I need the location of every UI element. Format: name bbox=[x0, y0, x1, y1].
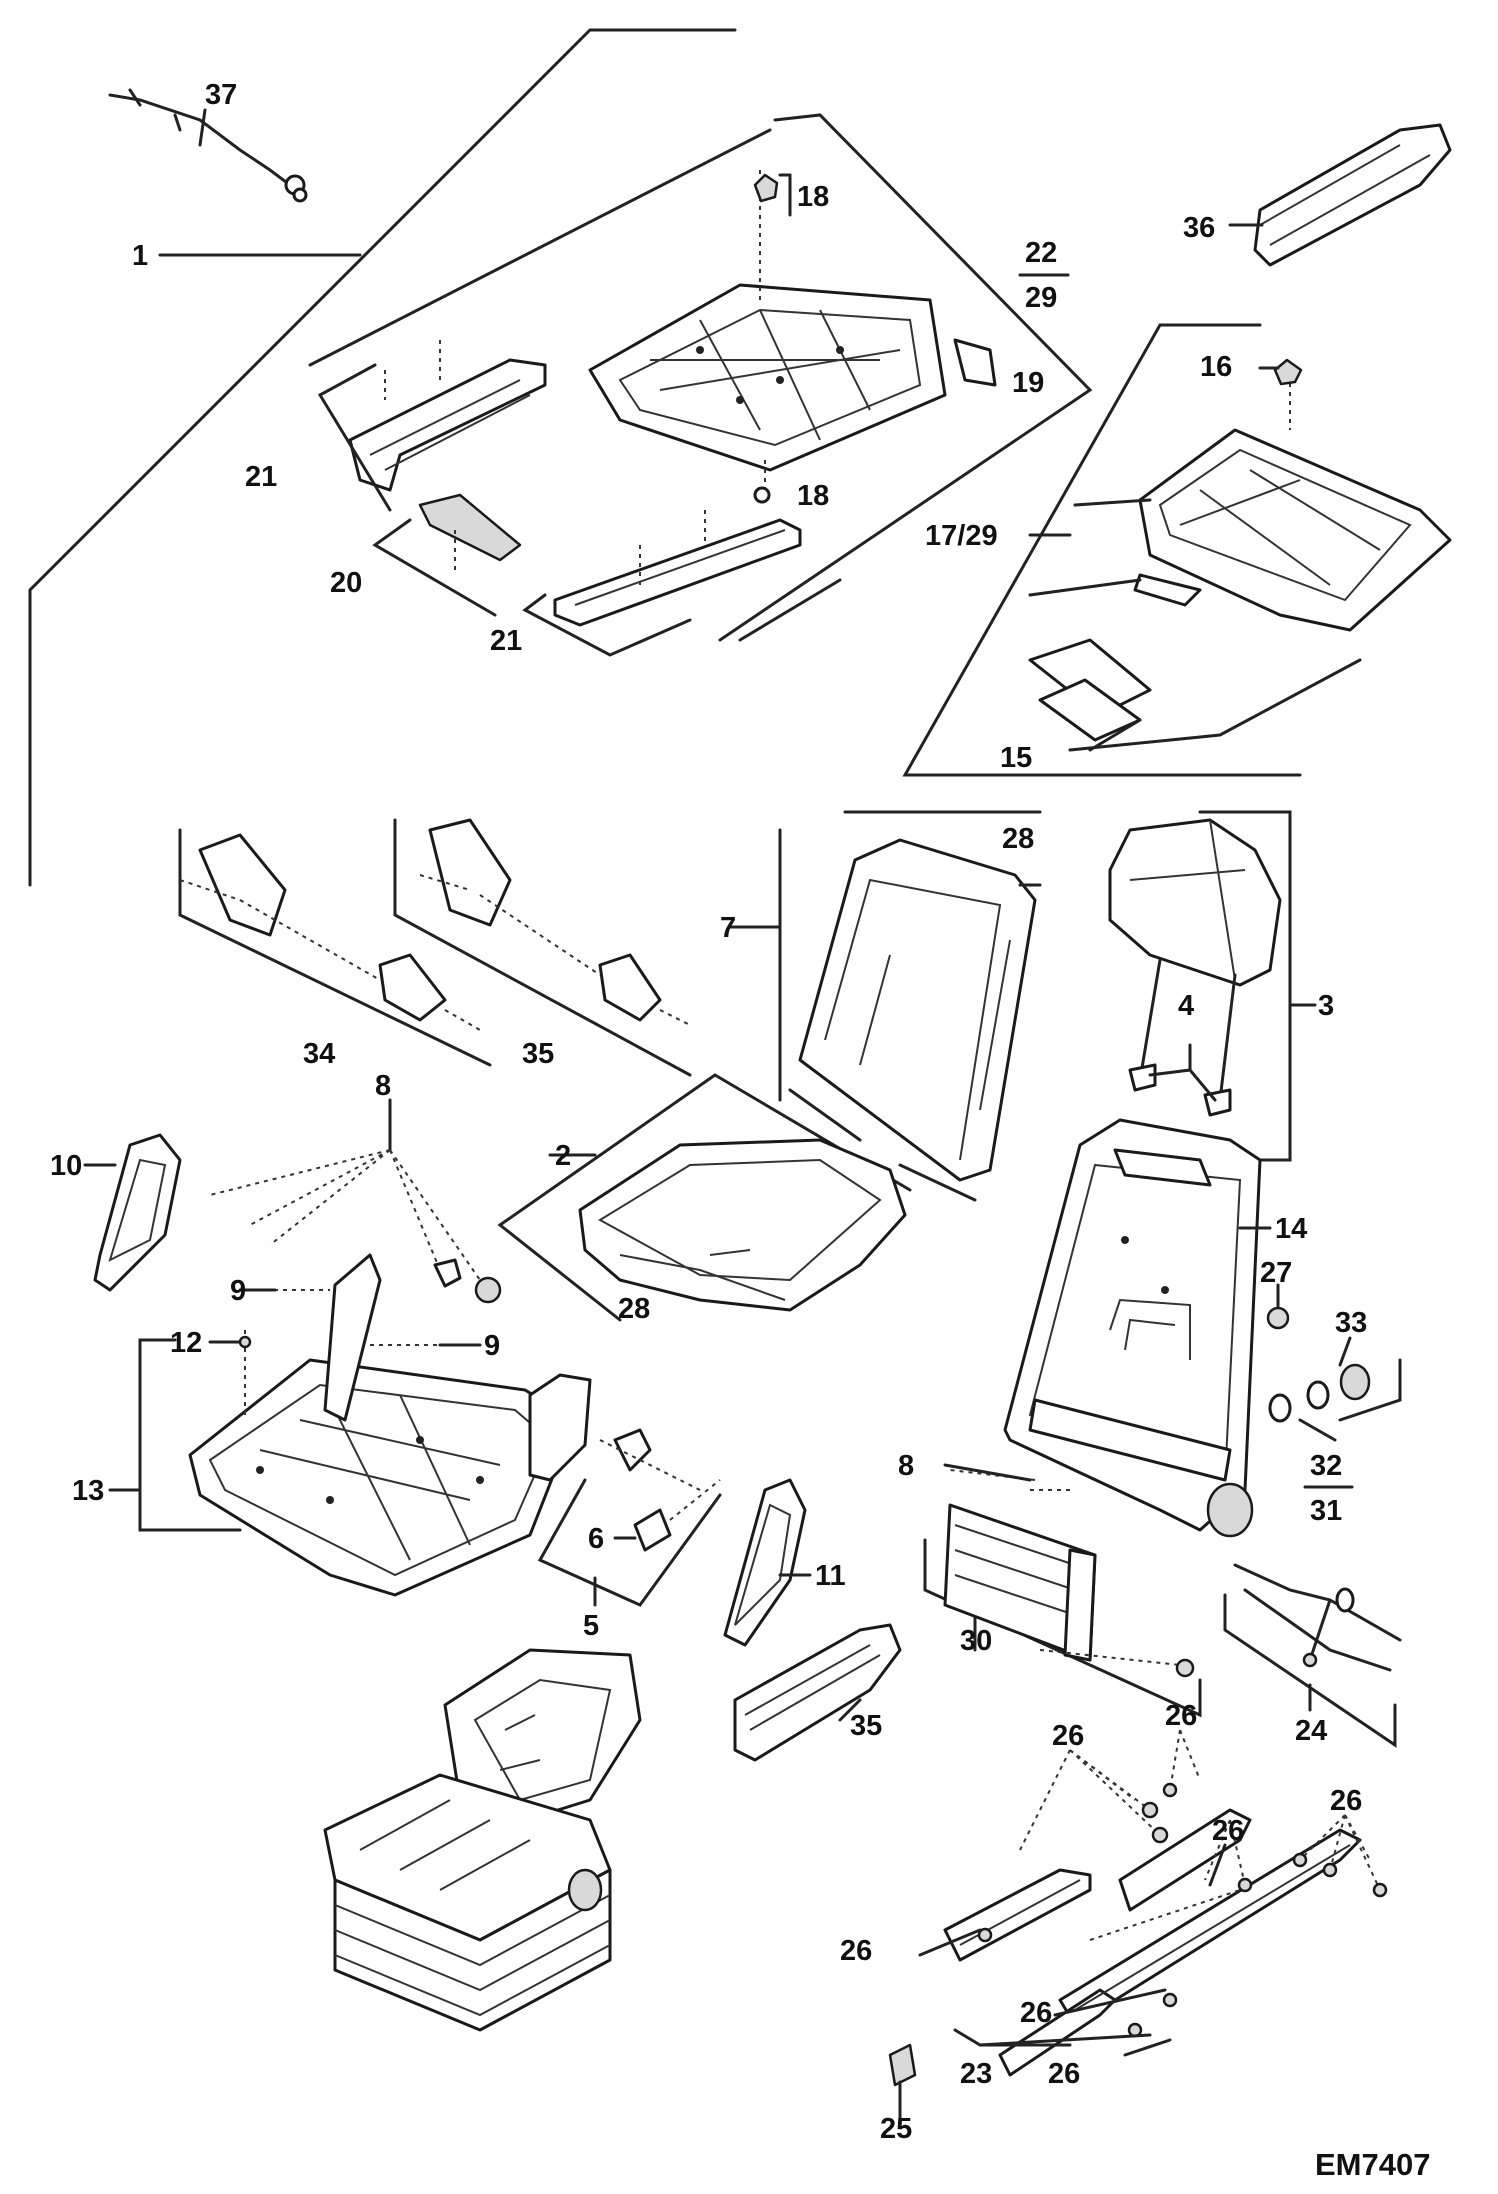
wire-harness-part bbox=[108, 88, 308, 203]
callout-23: 24 bbox=[1295, 1715, 1327, 1747]
callout-5: 7 bbox=[720, 912, 736, 944]
fasteners-8-9-12 bbox=[208, 1098, 502, 1420]
callout-26-c: 26 bbox=[1330, 1785, 1362, 1817]
callout-9-left: 9 bbox=[230, 1275, 246, 1307]
backrest-frame-14-part bbox=[1003, 1118, 1272, 1538]
callout-9-right: 9 bbox=[484, 1330, 500, 1362]
callout-24: 25 bbox=[880, 2113, 912, 2145]
suspension-group bbox=[902, 323, 1452, 777]
callout-21-lower: 21 bbox=[490, 625, 522, 657]
seat-cushion-2-part bbox=[497, 1073, 912, 1322]
adjuster-group-34 bbox=[393, 818, 692, 1077]
callout-37: 37 bbox=[205, 79, 237, 111]
callout-26-g: 26 bbox=[1048, 2058, 1080, 2090]
callout-6: 6 bbox=[588, 1523, 604, 1555]
callout-16: 16 bbox=[1200, 351, 1232, 383]
callout-26-e: 26 bbox=[840, 1935, 872, 1967]
callout-10: 10 bbox=[50, 1150, 82, 1182]
drawing-code: EM7407 bbox=[1315, 2147, 1430, 2182]
callout-3: 3 bbox=[1318, 990, 1334, 1022]
callout-2: 2 bbox=[555, 1140, 571, 1172]
back-panel-30-part bbox=[923, 1463, 1202, 1718]
callout-20: 20 bbox=[330, 567, 362, 599]
base-rail-group-25 bbox=[888, 1729, 1388, 2122]
side-cover-11-part bbox=[723, 1478, 812, 1647]
callout-29: 29 bbox=[1025, 282, 1057, 314]
callout-17-29: 17/29 bbox=[925, 520, 998, 552]
callout-8-lower: 8 bbox=[898, 1450, 914, 1482]
backrest-cushion-5-part bbox=[728, 810, 1042, 1202]
bracket-group-7 bbox=[537, 1428, 722, 1607]
callout-26-d: 26 bbox=[1212, 1815, 1244, 1847]
armrest-35-part bbox=[733, 1623, 902, 1762]
callout-28-upper: 28 bbox=[1002, 823, 1034, 855]
callout-26-f: 26 bbox=[1020, 1997, 1052, 2029]
assembly-bracket-1 bbox=[28, 28, 737, 887]
callout-15: 15 bbox=[1000, 742, 1032, 774]
callout-32: 33 bbox=[1335, 1307, 1367, 1339]
callout-18-lower: 18 bbox=[797, 480, 829, 512]
callout-8-upper: 8 bbox=[375, 1070, 391, 1102]
seat-pan-13-part bbox=[108, 1253, 592, 1597]
callout-18-upper: 18 bbox=[797, 181, 829, 213]
complete-seat-illustration bbox=[323, 1648, 642, 2032]
cable-group-23 bbox=[1223, 1563, 1402, 1748]
callout-30-right: 31 bbox=[1310, 1495, 1342, 1527]
callout-26-a: 26 bbox=[1052, 1720, 1084, 1752]
callout-31: 32 bbox=[1310, 1450, 1342, 1482]
callout-33: 34 bbox=[303, 1038, 335, 1070]
callout-19: 19 bbox=[1012, 367, 1044, 399]
callout-1: 1 bbox=[132, 240, 148, 272]
callout-4: 4 bbox=[1178, 990, 1194, 1022]
adjuster-group-33 bbox=[178, 828, 492, 1067]
callout-7: 5 bbox=[583, 1610, 599, 1642]
callout-34: 35 bbox=[522, 1038, 554, 1070]
callout-36: 36 bbox=[1183, 212, 1215, 244]
callout-22: 22 bbox=[1025, 237, 1057, 269]
callout-35: 35 bbox=[850, 1710, 882, 1742]
seat-frame-group bbox=[308, 113, 1093, 657]
callout-13: 13 bbox=[72, 1475, 104, 1507]
side-cover-10-part bbox=[83, 1133, 182, 1292]
callout-14: 14 bbox=[1275, 1213, 1307, 1245]
callout-25: 23 bbox=[960, 2058, 992, 2090]
callout-30-left: 30 bbox=[960, 1625, 992, 1657]
armrest-36-part bbox=[1228, 123, 1452, 267]
callout-11: 11 bbox=[815, 1560, 846, 1592]
callout-28-lower: 28 bbox=[618, 1293, 650, 1325]
knob-assembly bbox=[1266, 1283, 1402, 1442]
callout-26-b: 26 bbox=[1165, 1700, 1197, 1732]
callout-12: 12 bbox=[170, 1327, 202, 1359]
callout-27: 27 bbox=[1260, 1257, 1292, 1289]
headrest-3-part bbox=[1108, 810, 1317, 1162]
callout-21-upper: 21 bbox=[245, 461, 277, 493]
